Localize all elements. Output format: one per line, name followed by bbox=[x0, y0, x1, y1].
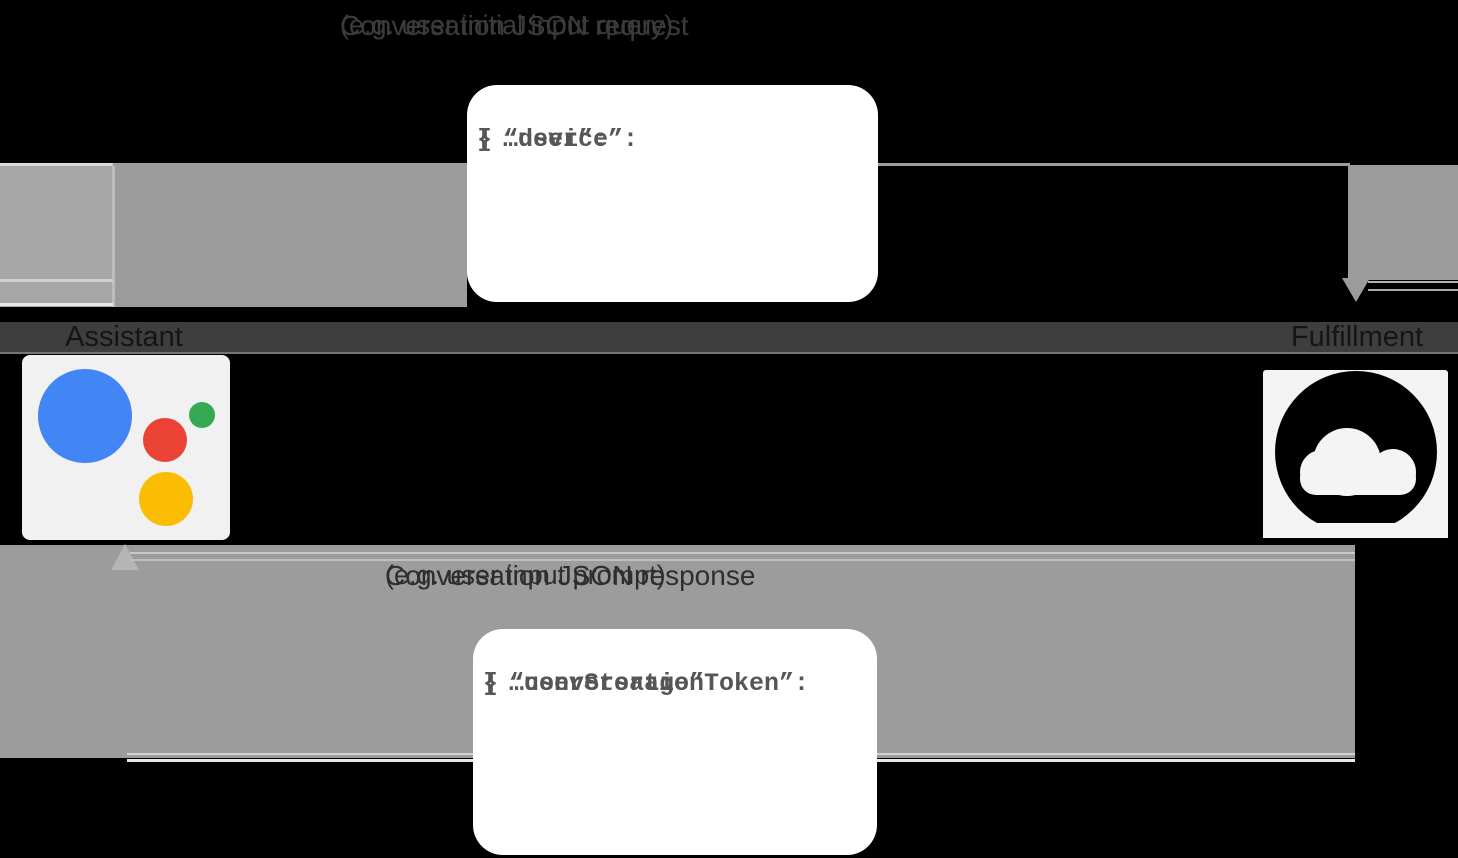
code-line: { bbox=[477, 125, 493, 154]
request-json-code: { “user”: “device”: … } bbox=[477, 125, 870, 302]
response-caption-subtitle: (e.g. user input prompt) bbox=[385, 560, 666, 590]
code-line: “conversationToken”: bbox=[509, 669, 810, 698]
code-line: … bbox=[503, 125, 519, 154]
fulfillment-label: Fulfillment bbox=[1290, 321, 1424, 353]
request-arrow-body bbox=[113, 165, 467, 307]
request-arrow-top-edge bbox=[0, 163, 113, 166]
endpoint-label-band bbox=[0, 322, 1458, 354]
response-caption-title: Conversation JSON response bbox=[385, 560, 756, 591]
request-arrow-left-segment bbox=[0, 165, 113, 307]
request-arrowhead-down-icon bbox=[1342, 278, 1370, 302]
assistant-label: Assistant bbox=[65, 321, 183, 353]
assistant-red-circle bbox=[143, 418, 187, 462]
response-arrow-line-detail bbox=[130, 552, 1355, 554]
code-line: { bbox=[483, 669, 499, 698]
fulfillment-cloud-icon bbox=[1263, 370, 1448, 538]
cloud-shape bbox=[1300, 462, 1416, 495]
request-caption: Conversation JSON request (e.g. user ini… bbox=[340, 10, 1004, 76]
response-json-box: { “conversationToken”: “userStorage”: … … bbox=[473, 629, 877, 855]
cloud-logo-flat-bottom bbox=[1263, 523, 1448, 538]
response-arrowhead-up-icon bbox=[111, 544, 139, 570]
request-arrow-vertical-line bbox=[112, 165, 115, 307]
code-line: “user”: bbox=[503, 125, 609, 154]
request-arrow-line-detail bbox=[1368, 289, 1458, 291]
google-assistant-icon bbox=[22, 355, 230, 540]
response-arrow-line-detail bbox=[130, 559, 1355, 561]
request-caption-title: Conversation JSON request bbox=[340, 10, 689, 41]
code-line: “device”: bbox=[503, 125, 639, 154]
code-line: } bbox=[477, 125, 493, 154]
request-arrow-line-detail bbox=[1368, 281, 1458, 283]
response-json-code: { “conversationToken”: “userStorage”: … … bbox=[483, 669, 869, 855]
request-arrow-right-segment bbox=[1348, 165, 1458, 280]
assistant-blue-circle bbox=[38, 369, 132, 463]
code-line: } bbox=[483, 669, 499, 698]
response-caption: Conversation JSON response (e.g. user in… bbox=[385, 560, 985, 626]
request-caption-subtitle: (e.g. user initial input query) bbox=[340, 10, 674, 40]
code-line: … bbox=[509, 669, 525, 698]
assistant-green-circle bbox=[189, 402, 215, 428]
assistant-yellow-circle bbox=[139, 472, 193, 526]
request-arrow-line-detail bbox=[0, 279, 113, 282]
request-json-box: { “user”: “device”: … } bbox=[467, 85, 878, 302]
request-arrow-line-detail bbox=[0, 303, 113, 306]
code-line: “userStorage”: bbox=[509, 669, 720, 698]
